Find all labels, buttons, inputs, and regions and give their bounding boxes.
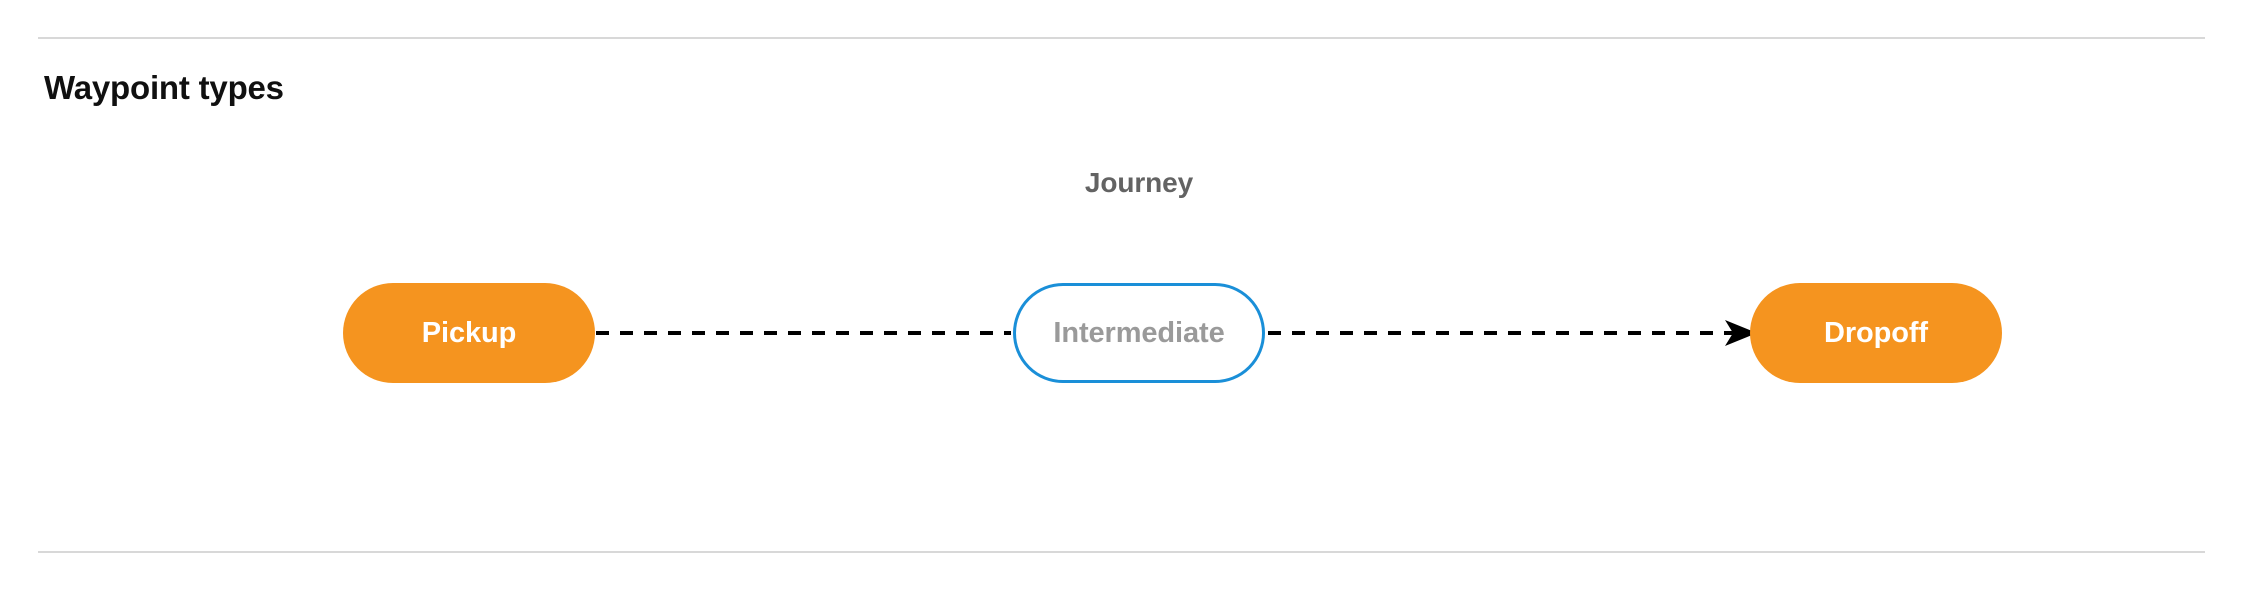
- node-intermediate-label: Intermediate: [1053, 316, 1225, 349]
- node-intermediate[interactable]: Intermediate: [1013, 283, 1265, 383]
- section-divider-top: [38, 37, 2205, 39]
- node-pickup-label: Pickup: [421, 316, 517, 349]
- section-divider-bottom: [38, 551, 2205, 553]
- node-pickup[interactable]: Pickup: [343, 283, 595, 383]
- edge-intermediate-to-dropoff: [1268, 320, 1757, 346]
- page-title: Waypoint types: [44, 69, 284, 106]
- node-dropoff-label: Dropoff: [1824, 316, 1928, 349]
- cluster-label-journey: Journey: [1084, 167, 1194, 198]
- node-dropoff[interactable]: Dropoff: [1750, 283, 2002, 383]
